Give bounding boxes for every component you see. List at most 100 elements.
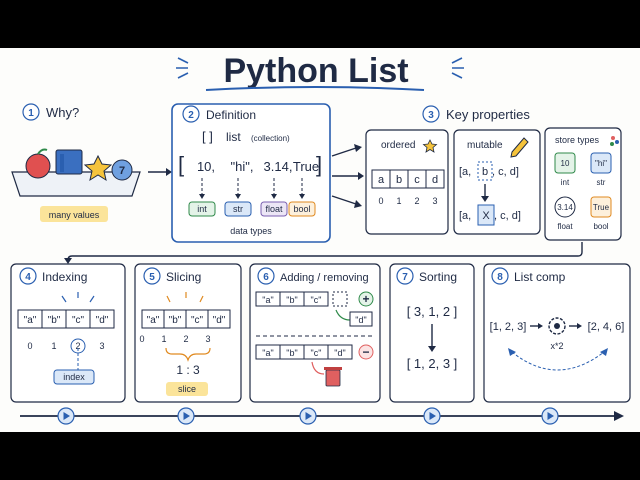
- store-chip-type: bool: [593, 222, 608, 231]
- slicing-caption: slice: [178, 384, 196, 394]
- definition-item: True: [293, 159, 319, 174]
- properties-label: Key properties: [446, 107, 530, 122]
- definition-item: 3.14,: [264, 159, 293, 174]
- removing-cell-value: "c": [311, 348, 322, 358]
- section-slicing: 5 Slicing "a"0"b"1"c"2"d"3 1 : 3 slice: [134, 263, 242, 403]
- connector: [67, 242, 583, 261]
- why-number: 1: [28, 108, 34, 119]
- adding-minus: −: [362, 345, 369, 359]
- slicing-number: 5: [149, 272, 155, 283]
- sorting-label: Sorting: [419, 270, 457, 284]
- indexing-caption: index: [63, 372, 85, 382]
- slicing-cell-value: "c": [191, 315, 204, 326]
- type-chip: [260, 201, 288, 217]
- definition-collection: (collection): [251, 134, 290, 143]
- indexing-cell-value: "c": [72, 315, 85, 326]
- indexing-index: 1: [51, 341, 56, 351]
- type-chip: [288, 201, 316, 217]
- indexing-cells: "a"0"b"1"c"2"d"3: [17, 292, 115, 354]
- play-icon: [305, 412, 312, 420]
- star-icon: [422, 139, 438, 153]
- store-chip-type: str: [597, 178, 606, 187]
- slicing-cell: [207, 309, 231, 329]
- section-why: 1 Why? 7 many values: [11, 103, 172, 222]
- apple-icon: [25, 153, 51, 179]
- title-sparks: [176, 57, 464, 79]
- play-button[interactable]: [177, 407, 195, 425]
- store-label: store types: [555, 135, 600, 145]
- mutable-before-item: b: [482, 166, 488, 178]
- page-title: Python List: [223, 52, 408, 90]
- store-chip-value: True: [593, 203, 610, 212]
- diagram-svg: Python List 1 Why? 7 many values 2 Defin…: [10, 52, 631, 425]
- number-badge-icon: [111, 159, 133, 181]
- type-chip-label: float: [265, 204, 283, 214]
- store-chip-type: float: [557, 222, 573, 231]
- store-chip: [554, 152, 576, 174]
- ordered-index: 2: [414, 196, 419, 206]
- play-button[interactable]: [541, 407, 559, 425]
- indexing-cell: [89, 309, 115, 329]
- indexing-cell-value: "d": [96, 315, 109, 326]
- type-chip: [224, 201, 252, 217]
- indexing-index: 0: [27, 341, 32, 351]
- adding-cell-value: "a": [262, 295, 273, 305]
- play-button[interactable]: [57, 407, 75, 425]
- play-button[interactable]: [299, 407, 317, 425]
- indexing-label: Indexing: [42, 270, 87, 284]
- store-chip: [590, 196, 612, 218]
- listcomp-op: x*2: [550, 341, 563, 351]
- listcomp-input: [1, 2, 3]: [490, 321, 527, 333]
- book-icon: [55, 149, 83, 175]
- pencil-icon: [510, 137, 529, 158]
- slicing-cell-value: "b": [169, 315, 182, 326]
- store-chip-value: "hi": [595, 159, 607, 168]
- slicing-cell-value: "d": [213, 315, 226, 326]
- ordered-index: 3: [432, 196, 437, 206]
- why-caption: many values: [49, 210, 100, 220]
- removing-cell-value: "a": [262, 348, 273, 358]
- mutable-before-open: [a,: [459, 166, 471, 178]
- section-adding: 6 Adding / removing "a""b""c" + "d" "a""…: [249, 263, 381, 403]
- section-listcomp: 8 List comp [1, 2, 3] [2, 4, 6] x*2: [483, 263, 631, 403]
- store-chip: [590, 152, 612, 174]
- adding-label: Adding / removing: [280, 272, 369, 284]
- indexing-cell-value: "a": [24, 315, 37, 326]
- slicing-cells: "a"0"b"1"c"2"d"3: [139, 292, 231, 344]
- ordered-index: 0: [378, 196, 383, 206]
- type-chip-label: str: [233, 204, 243, 214]
- slicing-index: 2: [183, 334, 188, 344]
- ordered-cell-value: b: [396, 174, 402, 186]
- removing-cell-value: "d": [334, 348, 345, 358]
- sorting-before: [ 3, 1, 2 ]: [407, 304, 458, 319]
- slicing-cell-value: "a": [147, 315, 160, 326]
- removing-cells: "a""b""c""d": [255, 344, 353, 360]
- title-underline: [205, 86, 425, 91]
- properties-number: 3: [428, 110, 434, 121]
- definition-brackets: [ ]: [202, 129, 213, 144]
- store-chip: [554, 196, 576, 218]
- definition-list-word: list: [226, 130, 241, 144]
- play-icon: [63, 412, 70, 420]
- definition-number: 2: [188, 110, 194, 121]
- ordered-cell: [425, 169, 445, 189]
- adding-added: "d": [355, 315, 366, 325]
- play-button[interactable]: [423, 407, 441, 425]
- removing-cell: [327, 344, 353, 360]
- listcomp-number: 8: [497, 272, 503, 283]
- slicing-index: 1: [161, 334, 166, 344]
- indexing-number: 4: [25, 272, 31, 283]
- play-icon: [429, 412, 436, 420]
- play-icon: [183, 412, 190, 420]
- ordered-label: ordered: [381, 140, 415, 151]
- adding-cells: "a""b""c": [255, 291, 329, 307]
- timeline: [20, 407, 624, 425]
- adding-plus: +: [362, 292, 369, 306]
- section-sorting: 7 Sorting [ 3, 1, 2 ] [ 1, 2, 3 ]: [389, 263, 475, 403]
- ordered-cell-value: d: [432, 174, 438, 186]
- sorting-number: 7: [402, 272, 408, 283]
- mutable-before-rest: , c, d]: [492, 166, 519, 178]
- slicing-range: 1 : 3: [176, 363, 200, 377]
- type-chip: [188, 201, 216, 217]
